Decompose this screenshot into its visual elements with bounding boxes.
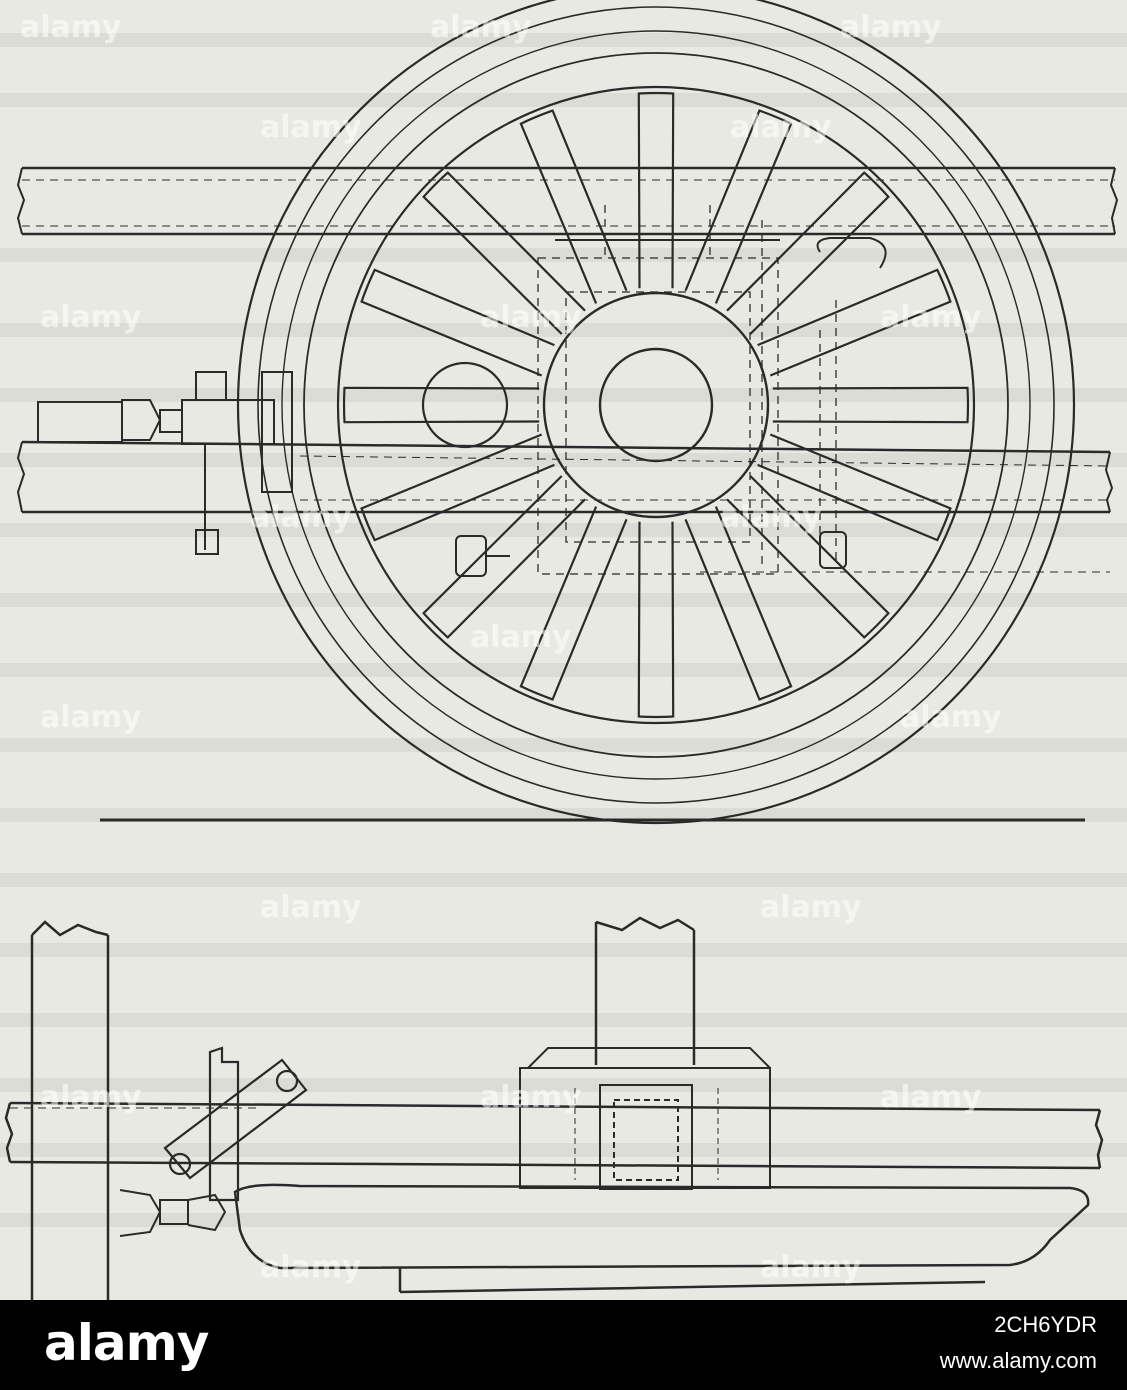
wheel-spoke [684,109,793,304]
brake-linkage [163,1046,308,1202]
plan-wheel-rim [233,1183,1090,1294]
wheel-spoke [772,386,970,424]
background-text-lines [0,33,1127,1227]
wheel-spoke [726,475,890,639]
site-url-link[interactable]: www.alamy.com [939,1348,1097,1373]
alamy-logo[interactable]: alamy [44,1314,209,1372]
wheel-spoke [637,91,675,289]
wheel-spoke [757,268,952,377]
wheel-spoke [637,521,675,719]
wheel-spoke [342,386,540,424]
plan-axle-bar [4,1101,1104,1170]
counterweight-hole [421,361,509,449]
wheel-spoke [422,475,586,639]
wheel-spoke [519,506,628,701]
wheel-rims [237,0,1075,824]
wheel-spoke [519,109,628,304]
left-post [30,920,110,1300]
engineering-drawing [0,0,1127,1300]
axle-box-bolts [455,531,847,577]
wheel-spokes [342,91,970,719]
lubricator-fitting-plan [119,1189,227,1237]
footer-bar: alamy 2CH6YDR www.alamy.com [0,1300,1127,1390]
wheel-spoke [360,433,555,542]
axle-box-outline [537,205,837,575]
wheel-spoke [422,171,586,335]
upper-frame-bar [16,166,1119,236]
lubricator-fitting-top [37,371,293,555]
wheel-spoke [726,171,890,335]
wheel-spoke [360,268,555,377]
image-id-label: 2CH6YDR [994,1312,1097,1337]
wheel-hub [542,291,770,519]
center-post [594,916,696,1065]
plan-axle-box [519,1047,771,1190]
wheel-spoke [757,433,952,542]
wheel-spoke [684,506,793,701]
pedestal-guides [555,237,887,269]
